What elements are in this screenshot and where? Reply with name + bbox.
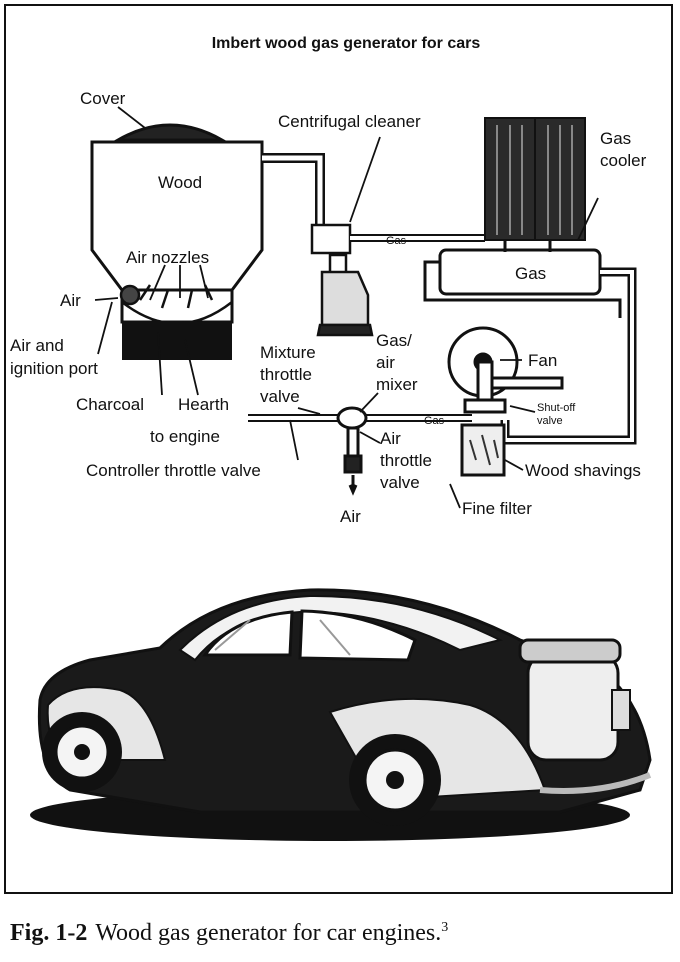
label-mixer-3: mixer (376, 375, 418, 394)
centrifugal-cleaner (310, 223, 374, 337)
label-mixer-1: Gas/ (376, 331, 412, 350)
diagram-labels: Cover Wood Centrifugal cleaner Gas coole… (10, 89, 647, 526)
label-shutoff-2: valve (537, 415, 563, 427)
label-mixture-2: throttle (260, 365, 312, 384)
caption-reference: 3 (441, 920, 449, 935)
label-shutoff-1: Shut-off (537, 402, 576, 414)
label-charcoal: Charcoal (76, 395, 144, 414)
outlet-pipe (262, 153, 325, 225)
label-air-port-2: ignition port (10, 359, 98, 378)
label-fan: Fan (528, 351, 557, 370)
generator-hopper (90, 123, 264, 324)
diagram-title: Imbert wood gas generator for cars (212, 35, 481, 52)
label-mixture-1: Mixture (260, 343, 316, 362)
label-gas-box: Gas (515, 264, 546, 283)
car-illustration (30, 588, 652, 841)
label-to-engine: to engine (150, 427, 220, 446)
label-cover: Cover (80, 89, 126, 108)
figure-caption: Fig. 1-2 Wood gas generator for car engin… (10, 920, 670, 947)
label-gas-pipe: Gas (386, 235, 407, 247)
gas-air-mixer (336, 406, 368, 496)
label-mixer-2: air (376, 353, 395, 372)
label-hearth: Hearth (178, 395, 229, 414)
label-air-nozzles: Air nozzles (126, 248, 209, 267)
label-centrifugal-cleaner: Centrifugal cleaner (278, 112, 421, 131)
label-air-throttle-3: valve (380, 473, 420, 492)
label-gas-cooler-1: Gas (600, 129, 631, 148)
label-wood-shavings: Wood shavings (525, 461, 641, 480)
label-air: Air (60, 291, 81, 310)
label-fine-filter: Fine filter (462, 499, 532, 518)
return-pipe (500, 267, 637, 445)
gas-cooler (438, 117, 602, 296)
leader-lines (94, 106, 599, 509)
label-controller-throttle: Controller throttle valve (86, 461, 261, 480)
label-mixture-3: valve (260, 387, 300, 406)
label-gas-lower: Gas (424, 415, 445, 427)
caption-text: Wood gas generator for car engines. (95, 920, 442, 946)
label-wood: Wood (158, 173, 202, 192)
fan (447, 326, 564, 404)
caption-figure-number: Fig. 1-2 (10, 920, 88, 946)
label-air-throttle-2: throttle (380, 451, 432, 470)
charcoal-bed (122, 322, 232, 360)
label-air-port-1: Air and (10, 336, 64, 355)
label-air-throttle-1: Air (380, 429, 401, 448)
fine-filter (460, 398, 507, 477)
label-gas-cooler-2: cooler (600, 151, 647, 170)
label-air-bottom: Air (340, 507, 361, 526)
